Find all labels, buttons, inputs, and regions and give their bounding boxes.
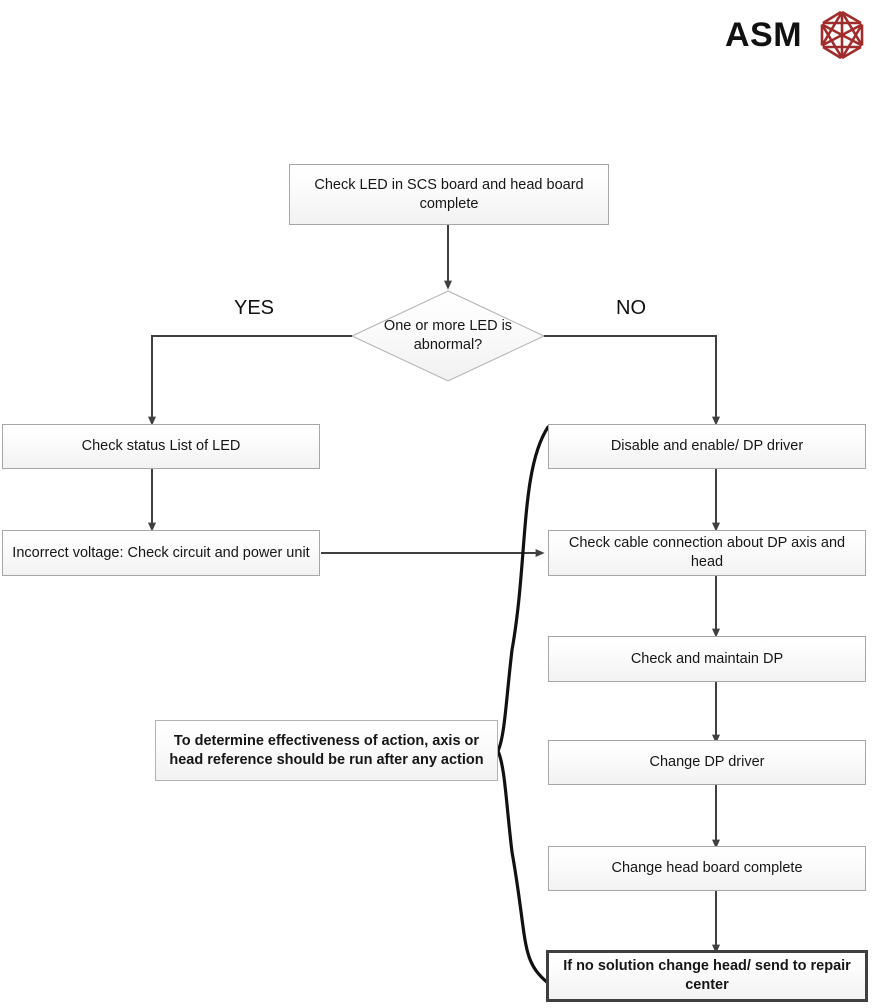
connector-yes-branch [148, 335, 352, 426]
node-check-cable-connection[interactable]: Check cable connection about DP axis and… [548, 530, 866, 576]
node-incorrect-voltage[interactable]: Incorrect voltage: Check circuit and pow… [2, 530, 320, 576]
decision-label: One or more LED is abnormal? [383, 318, 513, 353]
node-start[interactable]: Check LED in SCS board and head board co… [289, 164, 609, 225]
node-decision[interactable]: One or more LED is abnormal? [352, 291, 544, 381]
grouping-brace [496, 425, 550, 985]
node-check-status-list[interactable]: Check status List of LED [2, 424, 320, 469]
branch-label-yes: YES [234, 297, 275, 319]
node-note[interactable]: To determine effectiveness of action, ax… [155, 720, 498, 781]
node-no-solution[interactable]: If no solution change head/ send to repa… [546, 950, 868, 1002]
logo-wordmark: ASM [725, 16, 803, 54]
decision-diamond [350, 290, 546, 382]
node-disable-enable-dp[interactable]: Disable and enable/ DP driver [548, 424, 866, 469]
node-check-maintain-dp[interactable]: Check and maintain DP [548, 636, 866, 682]
node-change-head-board[interactable]: Change head board complete [548, 846, 866, 891]
node-change-dp-driver[interactable]: Change DP driver [548, 740, 866, 785]
hexagon-wireframe-icon [820, 10, 864, 60]
branch-label-no: NO [616, 297, 646, 319]
asm-logo: ASM [725, 8, 870, 62]
connector-no-branch [544, 335, 720, 426]
